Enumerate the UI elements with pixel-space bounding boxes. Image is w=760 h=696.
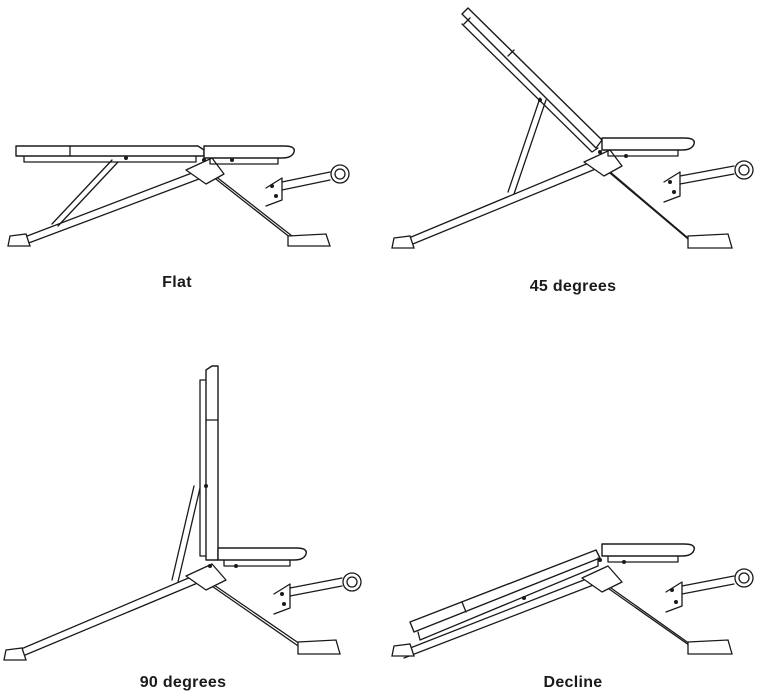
bench-flat — [8, 146, 349, 246]
bench-45-degrees — [392, 8, 753, 248]
bench-90-degrees — [4, 366, 361, 660]
caption-90-degrees: 90 degrees — [140, 674, 227, 692]
caption-45-degrees: 45 degrees — [530, 278, 617, 296]
bench-decline — [392, 544, 753, 658]
caption-flat: Flat — [162, 274, 192, 292]
caption-decline: Decline — [543, 674, 602, 692]
